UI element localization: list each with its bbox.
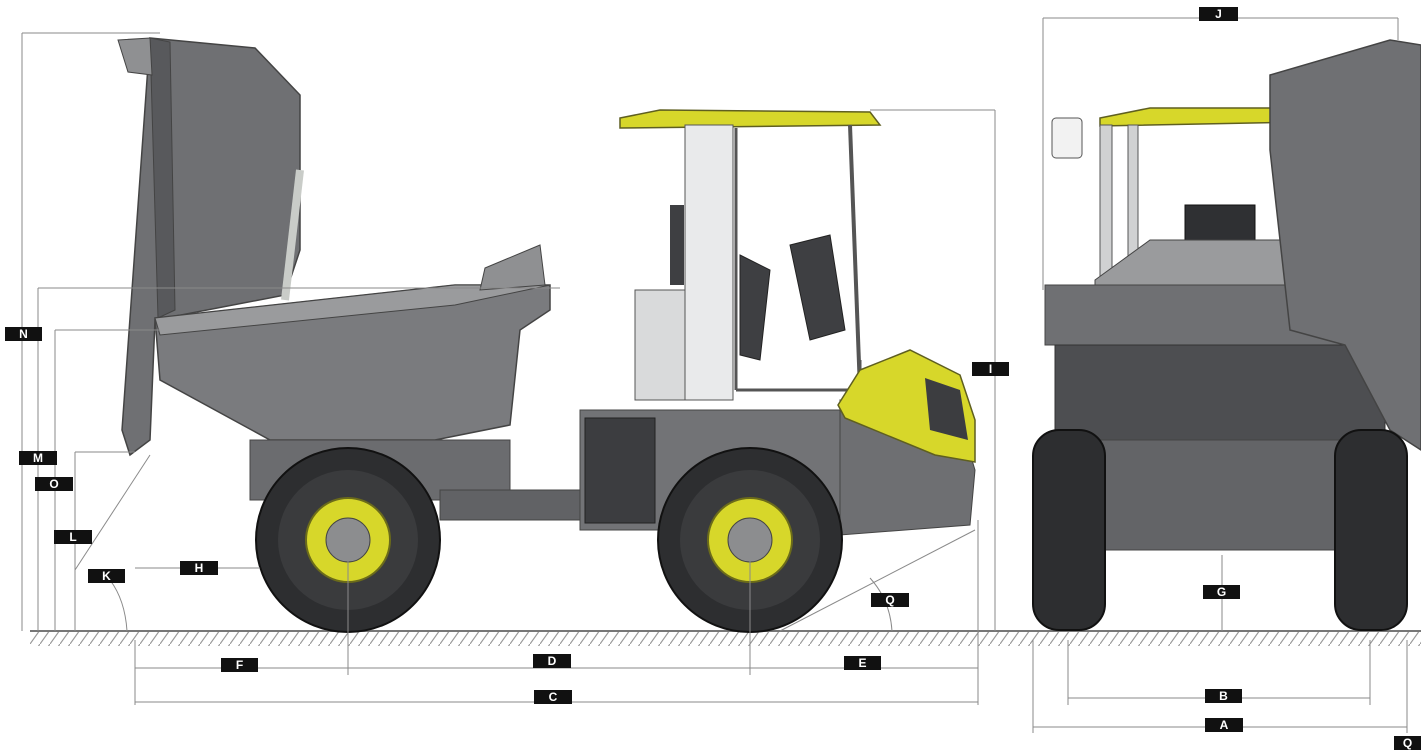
cab — [619, 109, 882, 401]
label-N: N — [5, 327, 42, 341]
label-E: E — [844, 656, 881, 670]
engine-hood — [837, 349, 976, 463]
label-D: D — [533, 654, 571, 668]
label-H: H — [180, 561, 218, 575]
label-A: A — [1205, 718, 1243, 732]
label-L: L — [54, 530, 92, 544]
front-raised-skip — [1269, 39, 1421, 451]
label-G: G — [1203, 585, 1240, 599]
label-B: B — [1205, 689, 1242, 703]
ground-line — [30, 630, 1421, 646]
lowered-skip — [154, 244, 551, 441]
raised-skip — [117, 37, 304, 457]
label-Q-side: Q — [871, 593, 909, 607]
label-C: C — [534, 690, 572, 704]
label-I: I — [972, 362, 1009, 376]
rear-wheel — [255, 447, 441, 633]
front-left-tyre — [1032, 429, 1106, 631]
front-right-tyre — [1334, 429, 1408, 631]
label-F: F — [221, 658, 258, 672]
front-wheel — [657, 447, 843, 633]
label-M: M — [19, 451, 57, 465]
front-view-dumper — [1032, 39, 1421, 631]
side-view-dumper — [117, 37, 976, 633]
label-K: K — [88, 569, 125, 583]
label-J: J — [1199, 7, 1238, 21]
front-cab-frame — [1051, 107, 1302, 291]
label-O: O — [35, 477, 73, 491]
label-Q-front: Q — [1394, 736, 1421, 750]
